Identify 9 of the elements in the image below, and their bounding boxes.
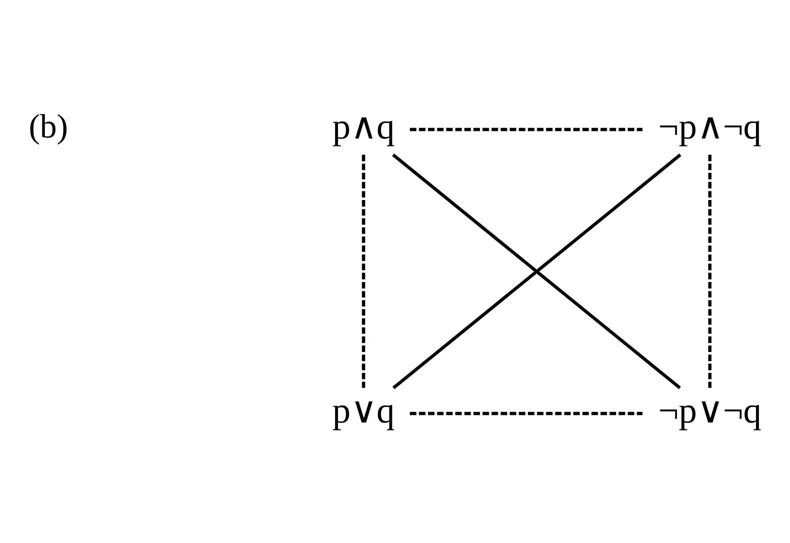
node-text: ¬p∨¬q: [658, 390, 762, 430]
node-text: p∧q: [332, 106, 395, 146]
node-text: p∨q: [332, 390, 395, 430]
connector: [362, 154, 366, 388]
connector: [410, 412, 642, 416]
label: (b): [28, 108, 68, 146]
connector: [708, 154, 712, 388]
connector: [410, 128, 642, 132]
node-text: ¬p∧¬q: [658, 106, 762, 146]
